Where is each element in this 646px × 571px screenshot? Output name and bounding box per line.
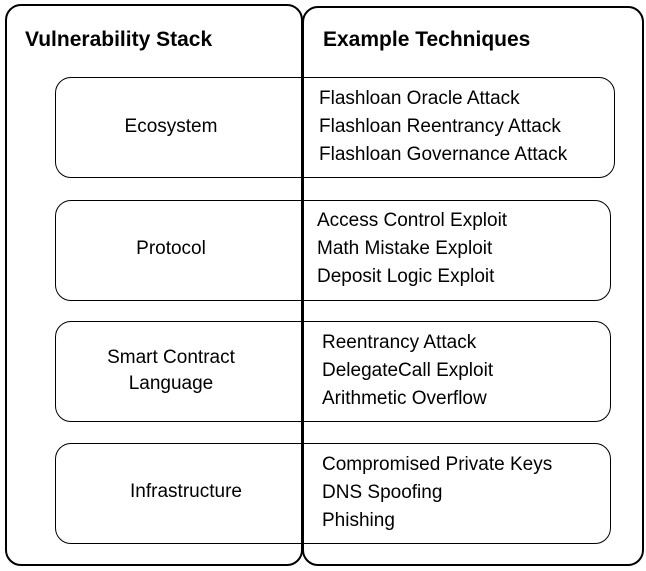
technique-item: Phishing [322, 510, 395, 531]
vulnerability-stack-header: Vulnerability Stack [25, 28, 213, 51]
technique-item: DNS Spoofing [322, 482, 443, 503]
layer-box-protocol [55, 200, 611, 301]
layer-box-infrastructure [55, 443, 611, 544]
technique-list-infrastructure: Compromised Private Keys DNS Spoofing Ph… [322, 451, 552, 535]
technique-item: Deposit Logic Exploit [317, 266, 495, 287]
layer-box-smart-contract-language [55, 321, 611, 422]
example-techniques-column [302, 6, 644, 566]
layer-name-smart-contract-language: Smart Contract Language [107, 347, 235, 394]
technique-item: Arithmetic Overflow [322, 388, 487, 409]
technique-item: DelegateCall Exploit [322, 360, 494, 381]
layer-name-ecosystem: Ecosystem [124, 116, 218, 137]
technique-list-smart-contract-language: Reentrancy Attack DelegateCall Exploit A… [322, 329, 493, 413]
layer-box-ecosystem [55, 77, 615, 178]
technique-item: Compromised Private Keys [322, 454, 553, 475]
layer-name-protocol: Protocol [136, 238, 206, 259]
technique-list-ecosystem: Flashloan Oracle Attack Flashloan Reentr… [319, 85, 567, 169]
technique-item: Math Mistake Exploit [317, 238, 493, 259]
technique-item: Flashloan Oracle Attack [319, 88, 520, 109]
technique-item: Flashloan Reentrancy Attack [319, 116, 561, 137]
technique-list-protocol: Access Control Exploit Math Mistake Expl… [317, 207, 507, 291]
technique-item: Reentrancy Attack [322, 332, 477, 353]
technique-item: Access Control Exploit [317, 210, 508, 231]
technique-item: Flashloan Governance Attack [319, 144, 568, 165]
layer-name-infrastructure: Infrastructure [130, 481, 242, 502]
example-techniques-header: Example Techniques [323, 28, 531, 51]
